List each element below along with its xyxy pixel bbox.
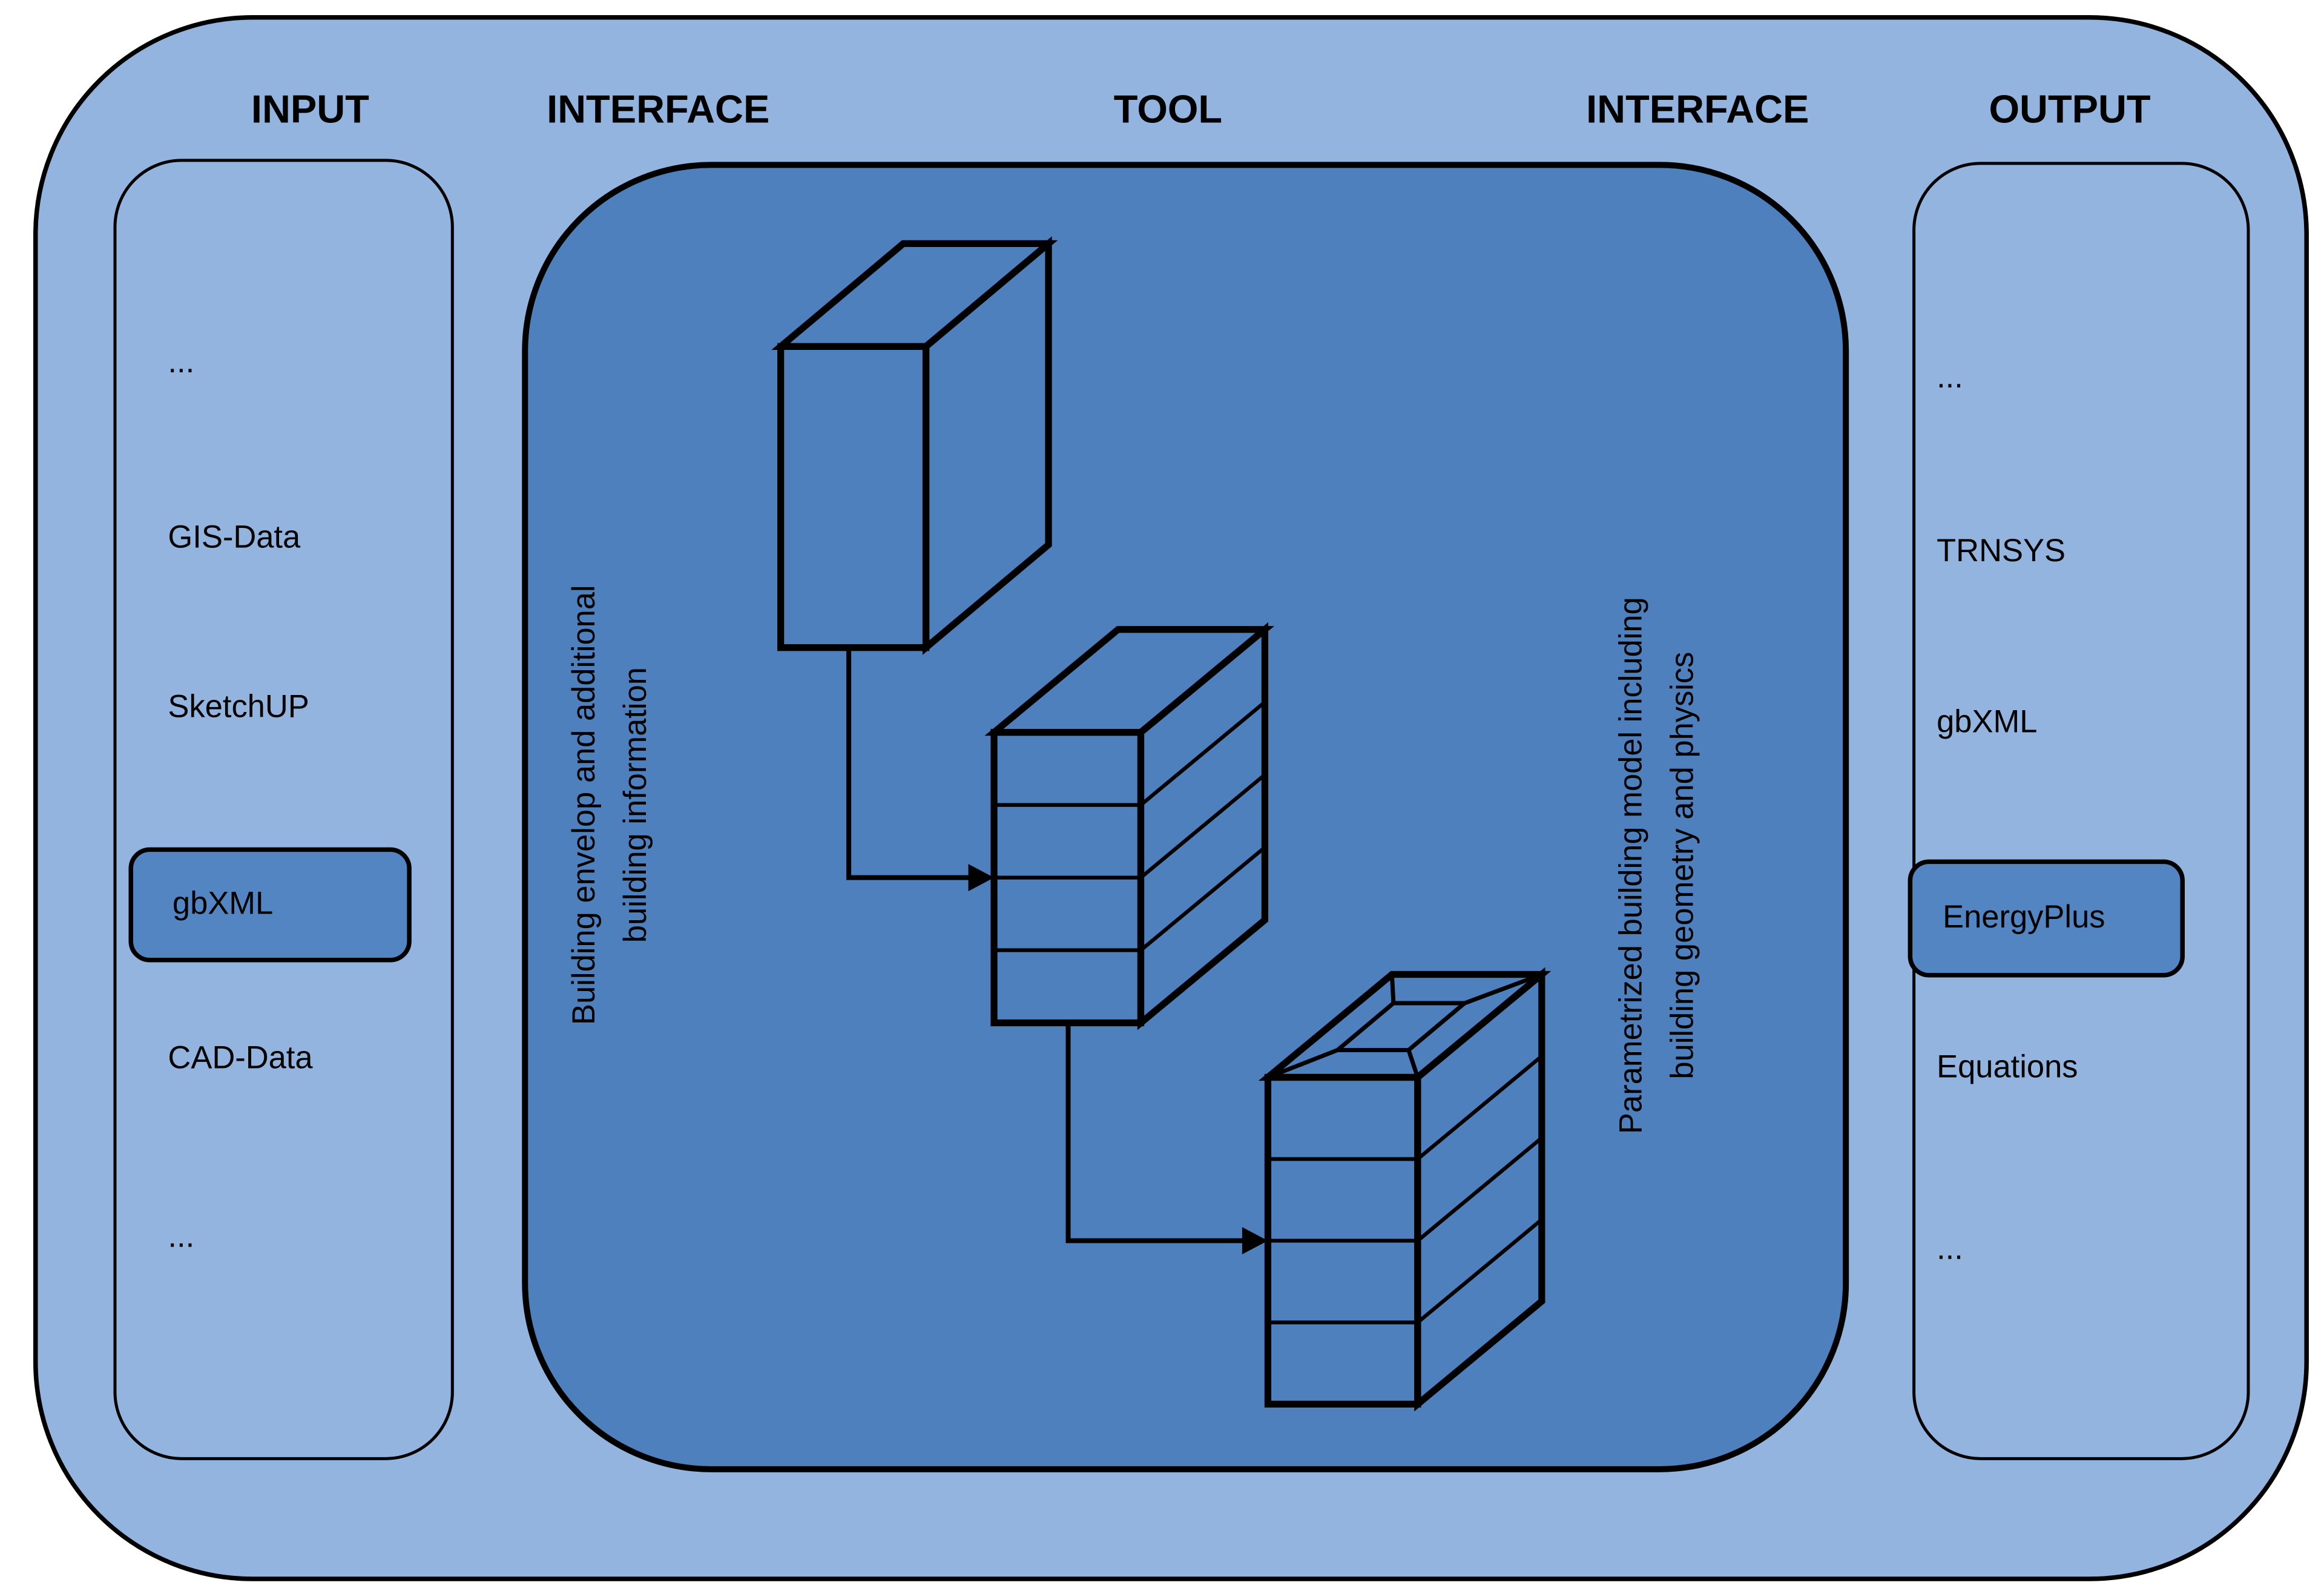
input-item-gbxml: gbXML xyxy=(172,886,274,922)
input-highlight-box-gbxml: gbXML xyxy=(128,847,412,963)
header-label-tool: TOOL xyxy=(1113,86,1223,132)
left-interface-label-line2: building information xyxy=(619,667,654,943)
left-interface-label-line1: Building envelop and additional xyxy=(567,585,602,1025)
output-item-energyplus: EnergyPlus xyxy=(1943,900,2105,935)
input-item-cad-data: CAD-Data xyxy=(168,1041,313,1076)
left-interface-label: Building envelop and additional building… xyxy=(560,585,663,1025)
output-highlight-box-energyplus: EnergyPlus xyxy=(1908,859,2185,978)
output-item-gbxml: gbXML xyxy=(1937,705,2038,740)
input-panel xyxy=(113,159,454,1460)
right-interface-label-line1: Parametrized building model including xyxy=(1614,597,1650,1135)
input-item-ellipsis-bottom: ... xyxy=(168,1219,195,1254)
output-item-trnsys: TRNSYS xyxy=(1937,534,2066,569)
output-panel xyxy=(1912,162,2250,1460)
header-label-output: OUTPUT xyxy=(1989,86,2151,132)
right-interface-label: Parametrized building model including bu… xyxy=(1607,597,1710,1134)
input-item-gis-data: GIS-Data xyxy=(168,520,301,556)
right-interface-label-line2: building geometry and physics xyxy=(1665,651,1701,1079)
input-item-sketchup: SketchUP xyxy=(168,690,309,725)
header-label-input: INPUT xyxy=(251,86,369,132)
output-item-ellipsis-top: ... xyxy=(1937,360,1963,395)
input-item-ellipsis-top: ... xyxy=(168,344,195,380)
output-item-ellipsis-bottom: ... xyxy=(1937,1231,1963,1267)
header-label-interface-right: INTERFACE xyxy=(1586,86,1809,132)
output-item-equations: Equations xyxy=(1937,1050,2078,1085)
header-label-interface-left: INTERFACE xyxy=(547,86,770,132)
